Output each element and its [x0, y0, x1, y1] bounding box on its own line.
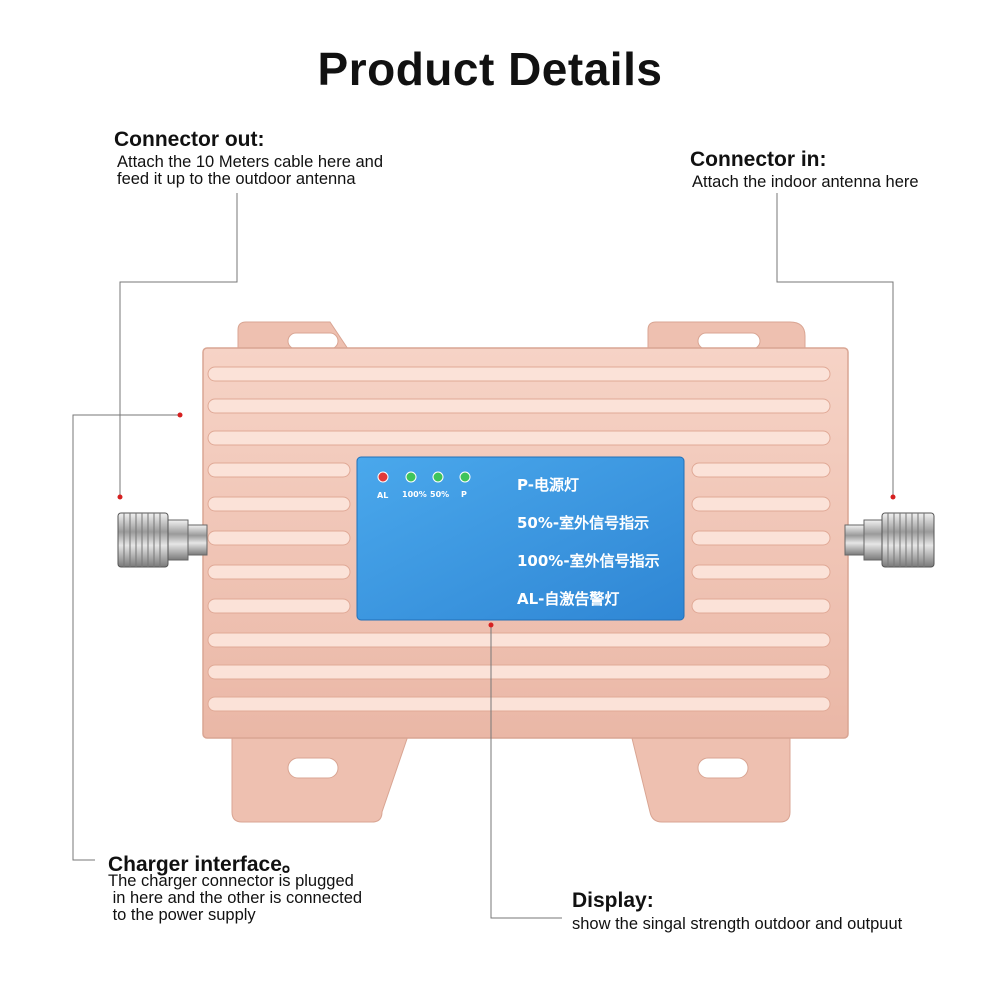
marker-connector-out — [117, 494, 123, 500]
display-panel: AL 100% 50% P P-电源灯 50%-室外信号指示 100%-室外信号… — [356, 456, 685, 621]
page-title: Product Details — [317, 43, 663, 95]
ridge — [207, 696, 831, 712]
ridge — [207, 530, 351, 546]
ridge — [691, 564, 831, 580]
led-label-p: P — [461, 490, 467, 499]
led-label-al: AL — [377, 491, 388, 500]
led-label-100: 100% — [402, 490, 427, 499]
mounting-ear-bottom-left — [231, 729, 411, 823]
led-al — [377, 471, 389, 483]
ridge — [691, 496, 831, 512]
led-100 — [405, 471, 417, 483]
connector-in — [844, 512, 935, 568]
ridge — [691, 598, 831, 614]
led-50 — [432, 471, 444, 483]
charger-heading: Charger interface。 — [108, 853, 303, 876]
panel-legend-50: 50%-室外信号指示 — [517, 514, 649, 532]
mounting-ear-bottom-right — [629, 729, 791, 823]
ridge — [207, 496, 351, 512]
ridge — [207, 664, 831, 680]
panel-legend-100: 100%-室外信号指示 — [517, 552, 660, 570]
mounting-ear-top-right — [647, 321, 806, 353]
led-label-50: 50% — [430, 490, 449, 499]
heat-sink-ridges — [207, 366, 831, 712]
connector-out-body: Attach the 10 Meters cable here and feed… — [117, 153, 383, 188]
led-p — [459, 471, 471, 483]
ridge — [691, 462, 831, 478]
callout-markers — [117, 412, 896, 628]
ridge — [207, 366, 831, 382]
connector-in-body: Attach the indoor antenna here — [692, 173, 919, 191]
panel-legend-al: AL-自激告警灯 — [517, 590, 619, 608]
ridge — [207, 598, 351, 614]
ridge — [207, 632, 831, 648]
mounting-ear-top-left — [237, 321, 351, 353]
display-heading: Display: — [572, 889, 654, 912]
connector-out-heading: Connector out: — [114, 128, 265, 151]
ridge — [207, 430, 831, 446]
display-body: show the singal strength outdoor and out… — [572, 915, 903, 933]
connector-in-heading: Connector in: — [690, 148, 827, 171]
marker-connector-in — [890, 494, 896, 500]
connector-out — [117, 512, 208, 568]
ridge — [691, 530, 831, 546]
marker-display — [488, 622, 494, 628]
panel-legend-p: P-电源灯 — [517, 476, 579, 494]
ridge — [207, 564, 351, 580]
ridge — [207, 462, 351, 478]
leader-lines — [72, 193, 894, 919]
ridge — [207, 398, 831, 414]
marker-charger — [177, 412, 183, 418]
charger-body: The charger connector is plugged in here… — [108, 872, 363, 924]
